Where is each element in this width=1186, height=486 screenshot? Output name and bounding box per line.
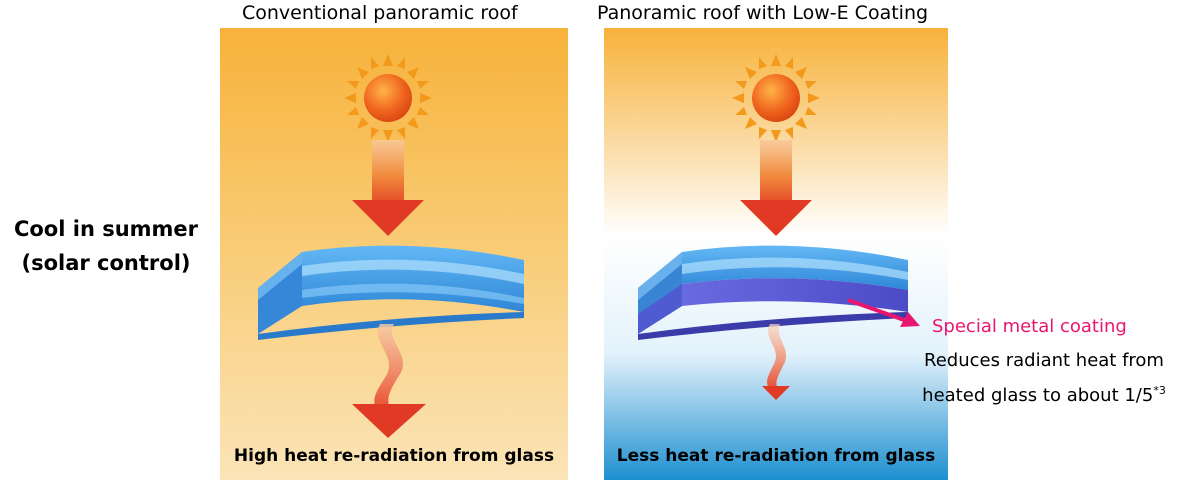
left-panel: High heat re-radiation from glass (220, 28, 568, 480)
right-panel-caption: Less heat re-radiation from glass (616, 446, 936, 466)
coating-desc-line1: Reduces radiant heat from (924, 350, 1164, 371)
left-panel-illustration (220, 28, 568, 480)
left-panel-title: Conventional panoramic roof (242, 2, 518, 24)
coating-label: Special metal coating (932, 316, 1127, 337)
side-label: Cool in summer (solar control) (0, 212, 212, 280)
heat-wave-icon (762, 324, 790, 400)
coating-desc-line2-text: heated glass to about 1/5 (922, 385, 1154, 406)
down-arrow-icon (740, 140, 812, 236)
right-panel-title: Panoramic roof with Low-E Coating (597, 2, 929, 24)
pointer-arrow-icon (847, 298, 920, 327)
sun-icon (344, 54, 432, 142)
left-panel-caption: High heat re-radiation from glass (233, 446, 555, 466)
down-arrow-icon (352, 140, 424, 236)
right-panel: Less heat re-radiation from glass (604, 28, 948, 480)
metal-coating-layer (682, 278, 908, 312)
glass-pane-icon (258, 245, 524, 340)
heat-wave-icon (352, 324, 426, 438)
sun-icon (732, 54, 820, 142)
right-panel-illustration (604, 28, 948, 480)
side-label-line2: (solar control) (21, 251, 191, 275)
footnote-marker: *3 (1153, 384, 1166, 397)
coating-description: Reduces radiant heat from heated glass t… (906, 346, 1182, 411)
side-label-line1: Cool in summer (13, 217, 199, 241)
coating-desc-line2: heated glass to about 1/5*3 (906, 376, 1182, 411)
